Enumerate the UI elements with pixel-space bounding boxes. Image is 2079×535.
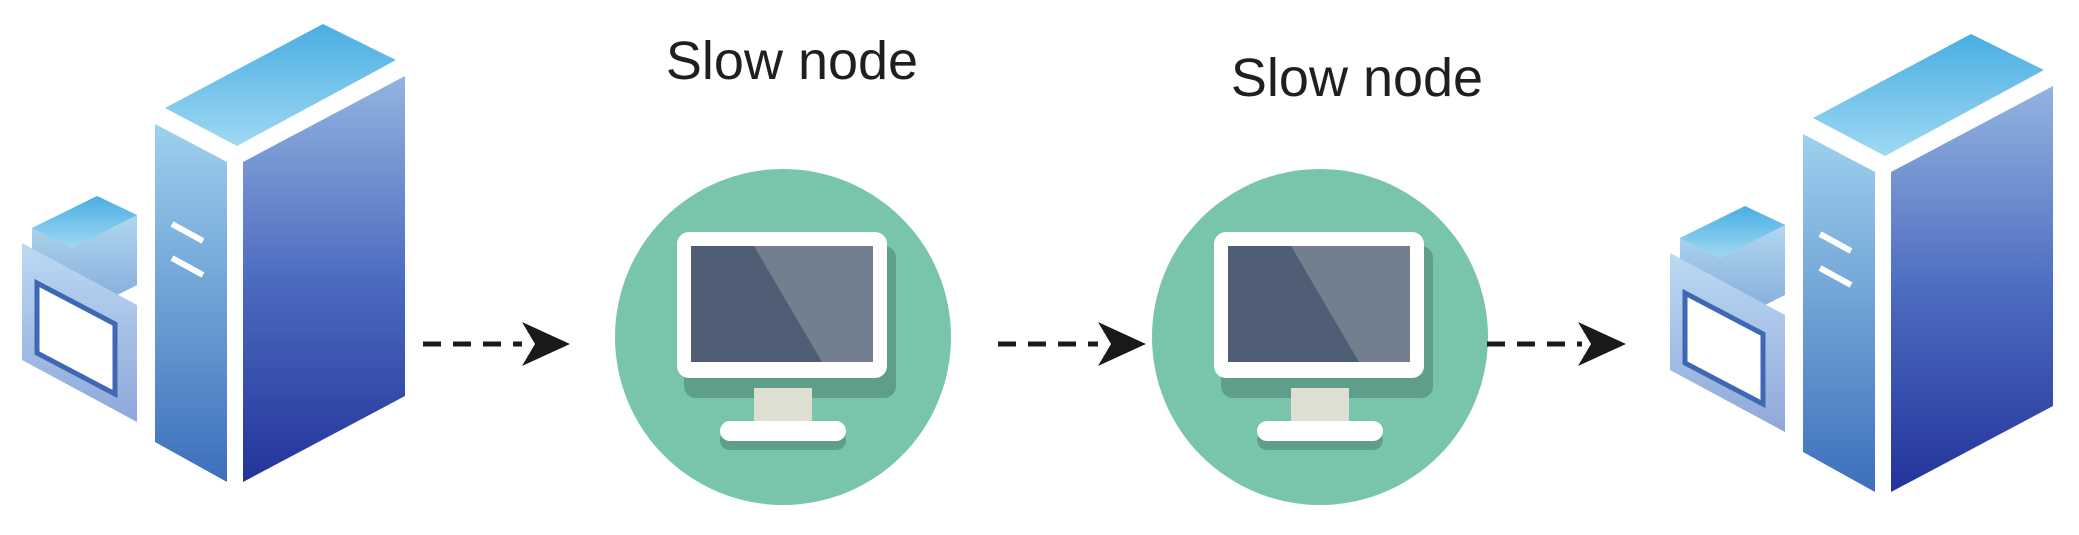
slow-node-2: Slow node bbox=[1152, 48, 1488, 505]
edge-source-to-slow-node-1 bbox=[423, 322, 570, 366]
server-icon bbox=[1670, 34, 2053, 492]
computer-monitor-icon bbox=[615, 169, 951, 505]
slow-node-2-label: Slow node bbox=[1231, 48, 1483, 108]
source-server bbox=[22, 24, 405, 482]
destination-server bbox=[1670, 34, 2053, 492]
edge-slow-node-2-to-destination bbox=[1487, 322, 1626, 366]
arrow-head-icon bbox=[522, 322, 570, 366]
arrow-head-icon bbox=[1098, 322, 1146, 366]
computer-monitor-icon bbox=[1152, 169, 1488, 505]
edge-slow-node-1-to-slow-node-2 bbox=[998, 322, 1146, 366]
arrow-head-icon bbox=[1578, 322, 1626, 366]
server-icon bbox=[22, 24, 405, 482]
slow-node-1: Slow node bbox=[615, 31, 951, 505]
slow-node-1-label: Slow node bbox=[666, 31, 918, 91]
